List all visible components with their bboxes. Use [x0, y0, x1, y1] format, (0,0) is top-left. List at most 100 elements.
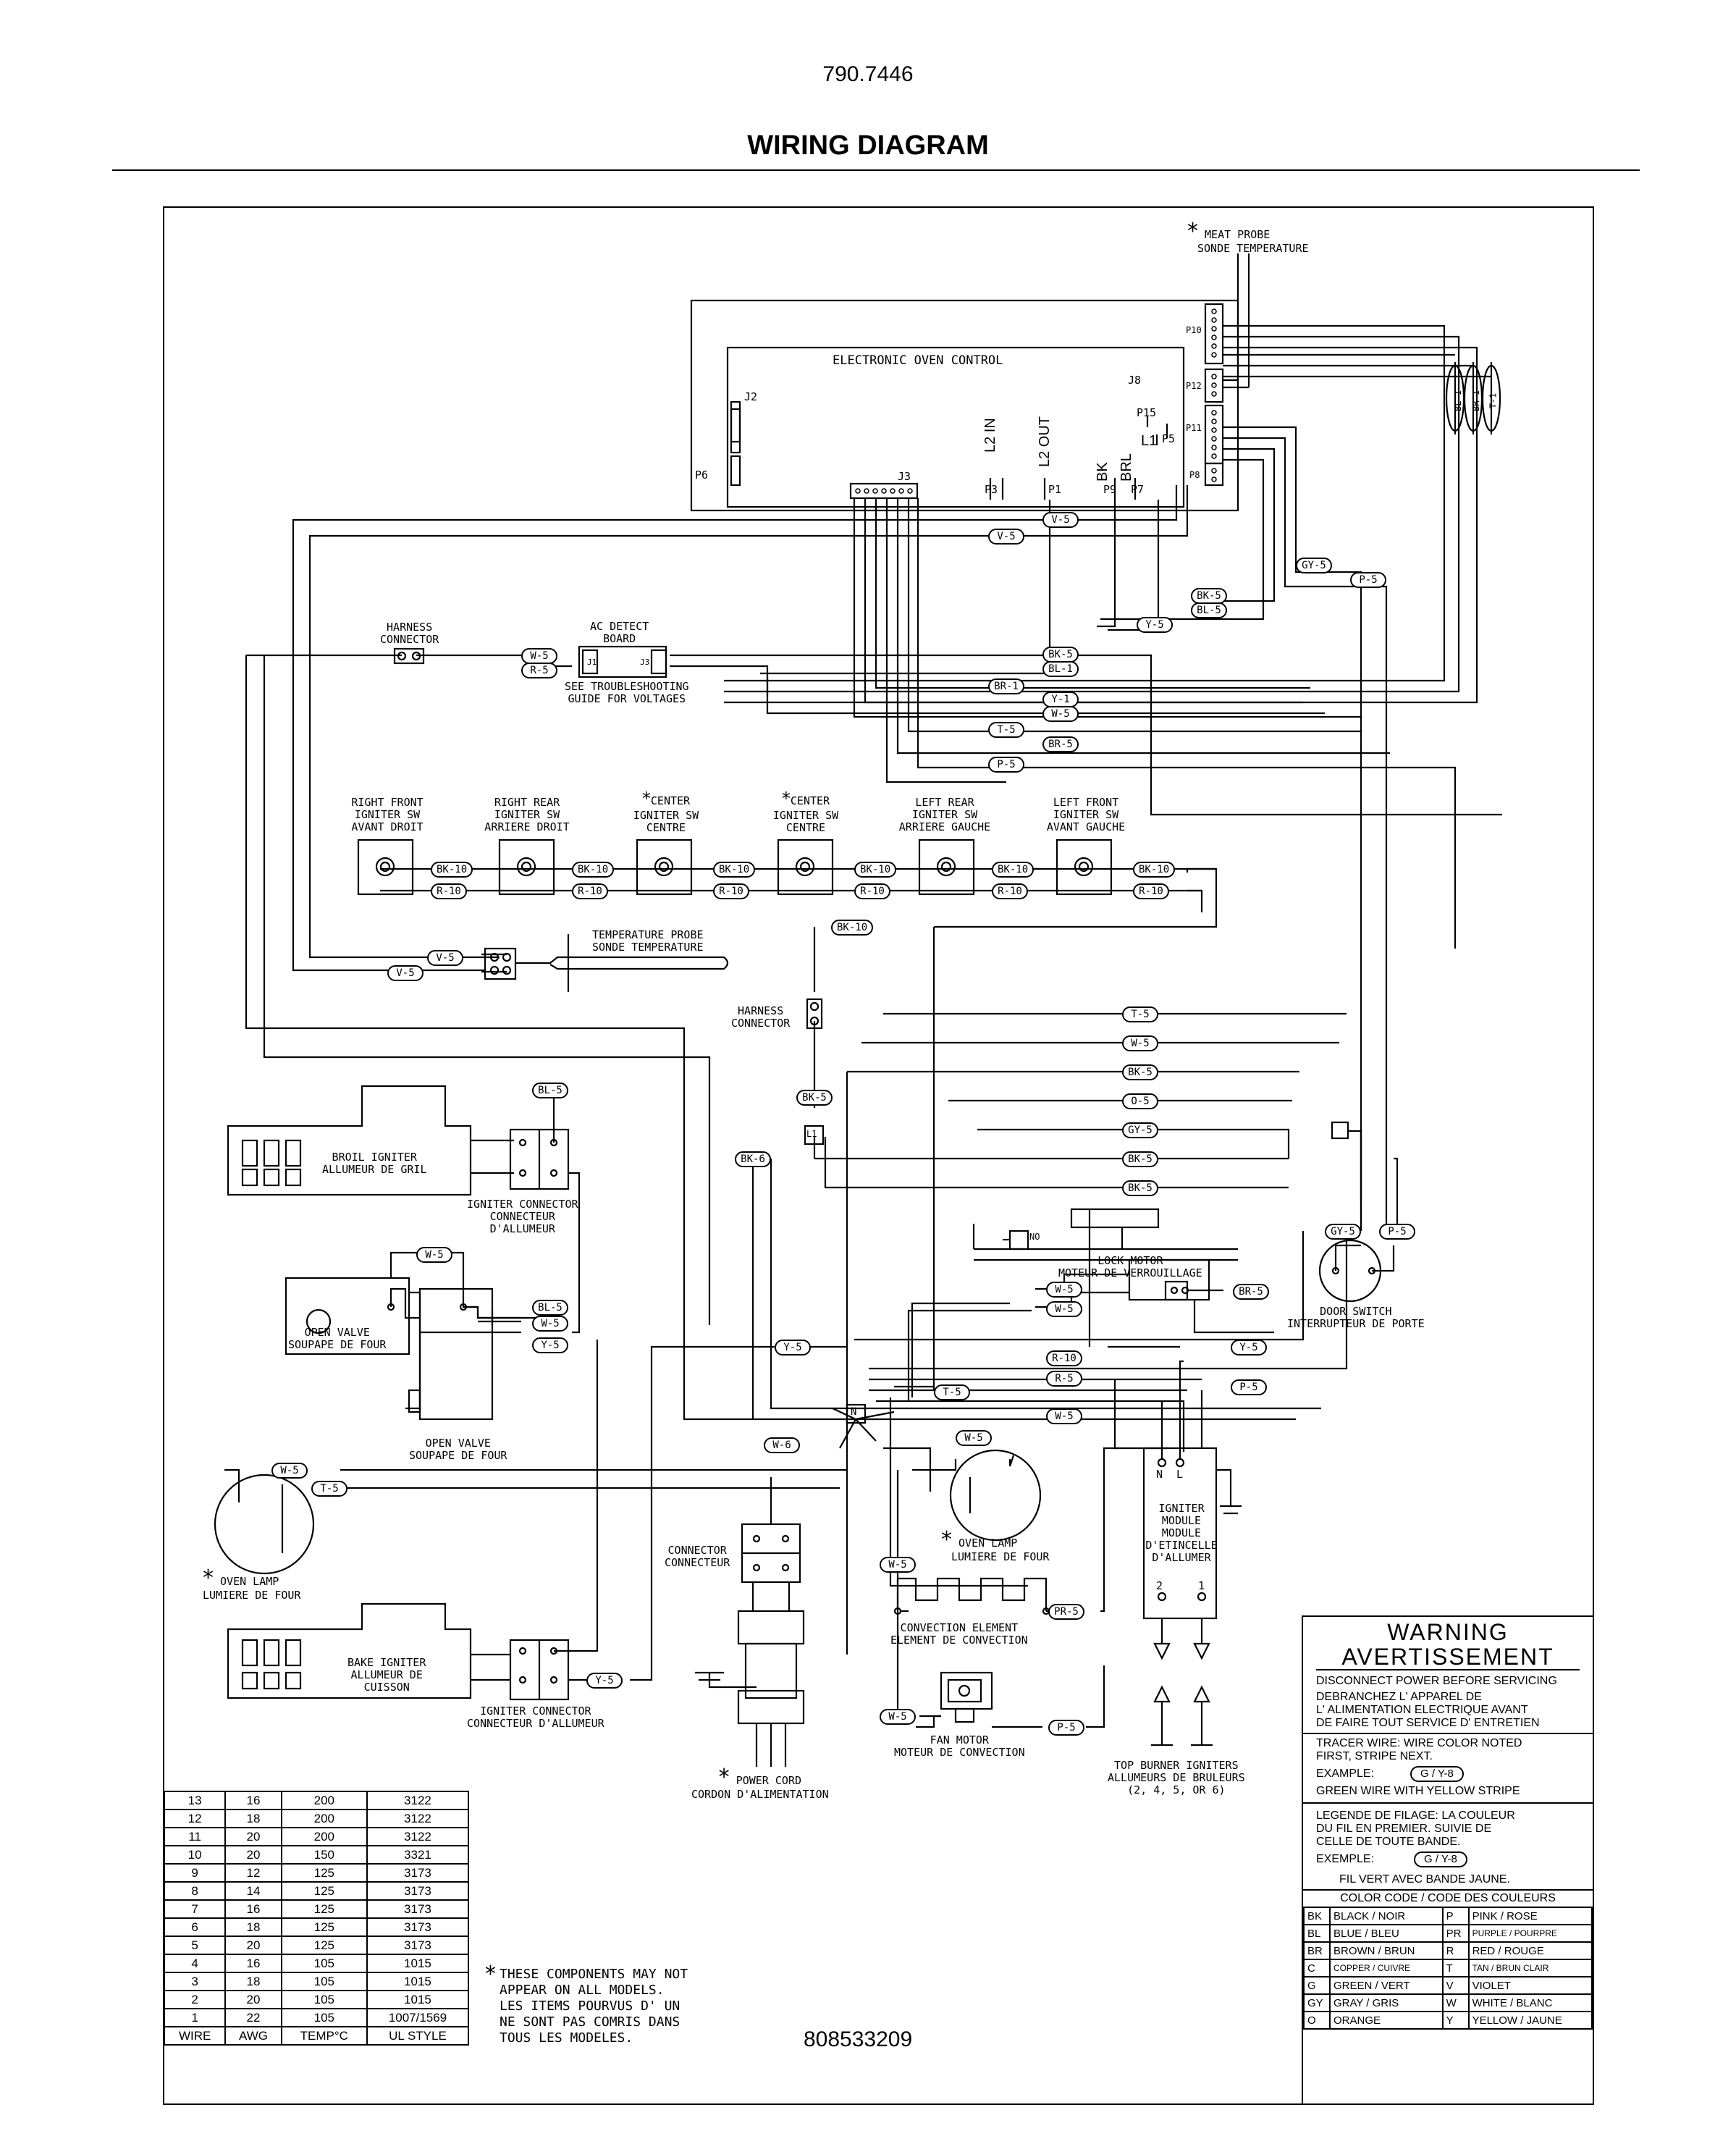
- connector-p1: P1: [1048, 483, 1062, 496]
- wire-table-cell: 18: [224, 1809, 282, 1828]
- wire-table-cell: 1007/1569: [366, 2008, 470, 2027]
- wire-tag: BK-10: [713, 862, 756, 878]
- wire-tag: BL-5: [532, 1300, 568, 1316]
- wire-tag: W-5: [271, 1463, 308, 1479]
- igniter-module-pin-1: 1: [1198, 1579, 1205, 1592]
- color-code-name: COPPER / CUIVRE: [1329, 1959, 1444, 1977]
- control-inner-box: [726, 346, 1185, 508]
- page-title: WIRING DIAGRAM: [747, 130, 989, 161]
- wire-table-cell: 105: [280, 2008, 368, 2027]
- diagram-frame: [163, 206, 1594, 2105]
- wire-tag: BK-5: [1191, 588, 1227, 604]
- wire-tag: BR-1: [988, 678, 1024, 694]
- color-code-abbrev: C: [1303, 1959, 1331, 1977]
- pin-brl: BRL: [1118, 453, 1134, 482]
- wire-tag: BL-1: [1452, 390, 1463, 411]
- wire-tag: V-5: [387, 965, 424, 981]
- example-label: EXAMPLE:: [1316, 1768, 1375, 1780]
- wire-tag: W-5: [956, 1430, 992, 1446]
- igniter-module-l: L: [1176, 1468, 1184, 1481]
- color-code-name: WHITE / BLANC: [1467, 1993, 1593, 2012]
- warning-title: WARNING: [1387, 1619, 1509, 1645]
- wire-table-cell: 2: [163, 1990, 227, 2009]
- wire-table-cell: 5: [163, 1935, 227, 1955]
- wire-table-cell: 3173: [366, 1917, 470, 1937]
- color-code-abbrev: W: [1441, 1993, 1470, 2012]
- color-code-name: BROWN / BRUN: [1329, 1941, 1444, 1960]
- wire-tag: R-10: [713, 883, 749, 899]
- warning-box: WARNING AVERTISSEMENT DISCONNECT POWER B…: [1302, 1615, 1594, 2105]
- wire-table-cell: 125: [280, 1917, 368, 1937]
- wire-table-cell: 22: [224, 2008, 282, 2027]
- connector-j2: J2: [744, 390, 758, 403]
- connector-p5: P5: [1162, 432, 1176, 445]
- wire-table-cell: 14: [224, 1881, 282, 1901]
- exemple-oval: G / Y-8: [1414, 1852, 1467, 1867]
- wire-table-header-cell: TEMP°C: [280, 2026, 368, 2046]
- wire-table-cell: 1015: [366, 1954, 470, 1973]
- color-code-abbrev: PR: [1441, 1924, 1470, 1943]
- wire-table-cell: 16: [224, 1899, 282, 1919]
- document-number: 790.7446: [822, 62, 914, 86]
- wire-tag: R-10: [1133, 883, 1169, 899]
- wire-tag: BK-10: [1133, 862, 1176, 878]
- exemple-label: EXEMPLE:: [1316, 1853, 1375, 1865]
- wire-tag: BL-5: [532, 1083, 568, 1098]
- wire-table-cell: 1: [163, 2008, 227, 2027]
- wire-tag: W-5: [1046, 1282, 1082, 1298]
- wire-tag: PR-5: [1048, 1604, 1084, 1620]
- legend-text: DU FIL EN PREMIER. SUIVIE DE: [1316, 1823, 1492, 1835]
- connector-p15: P15: [1137, 406, 1157, 419]
- color-code-abbrev: O: [1303, 2011, 1331, 2030]
- color-code-abbrev: GY: [1303, 1993, 1331, 2012]
- color-code-abbrev: BR: [1303, 1941, 1331, 1960]
- wire-tag: R-5: [1046, 1371, 1082, 1387]
- wire-tag: R-10: [431, 883, 467, 899]
- wire-tag: BK-10: [831, 920, 874, 936]
- wire-tag: T-1: [1488, 392, 1499, 409]
- color-code-name: BLUE / BLEU: [1329, 1924, 1444, 1943]
- fil-text: FIL VERT AVEC BANDE JAUNE.: [1339, 1873, 1510, 1886]
- wire-tag: V-5: [1042, 512, 1079, 528]
- wire-table-cell: 16: [224, 1954, 282, 1973]
- connector-p9: P9: [1103, 483, 1117, 496]
- wire-tag: W-5: [1122, 1035, 1158, 1051]
- pin-l2-out: L2 OUT: [1037, 416, 1053, 467]
- wire-tag: GY-5: [1296, 558, 1332, 573]
- color-code-name: YELLOW / JAUNE: [1467, 2011, 1593, 2030]
- connector-p11: P11: [1186, 423, 1202, 433]
- wire-table-cell: 3122: [366, 1791, 470, 1810]
- color-code-name: GREEN / VERT: [1329, 1976, 1444, 1995]
- tracer-text: TRACER WIRE: WIRE COLOR NOTED: [1316, 1737, 1522, 1749]
- control-title: ELECTRONIC OVEN CONTROL: [833, 353, 1003, 368]
- wire-tag: R-10: [572, 883, 608, 899]
- wire-tag: Y-5: [1231, 1340, 1267, 1355]
- wire-tag: R-10: [854, 883, 890, 899]
- wire-tag: Y-5: [1137, 617, 1173, 633]
- wire-tag: P-5: [1048, 1720, 1084, 1736]
- wire-tag: BK-10: [854, 862, 897, 878]
- wire-table-cell: 200: [280, 1809, 368, 1828]
- wire-table-cell: 105: [280, 1990, 368, 2009]
- wire-table-cell: 3: [163, 1972, 227, 1991]
